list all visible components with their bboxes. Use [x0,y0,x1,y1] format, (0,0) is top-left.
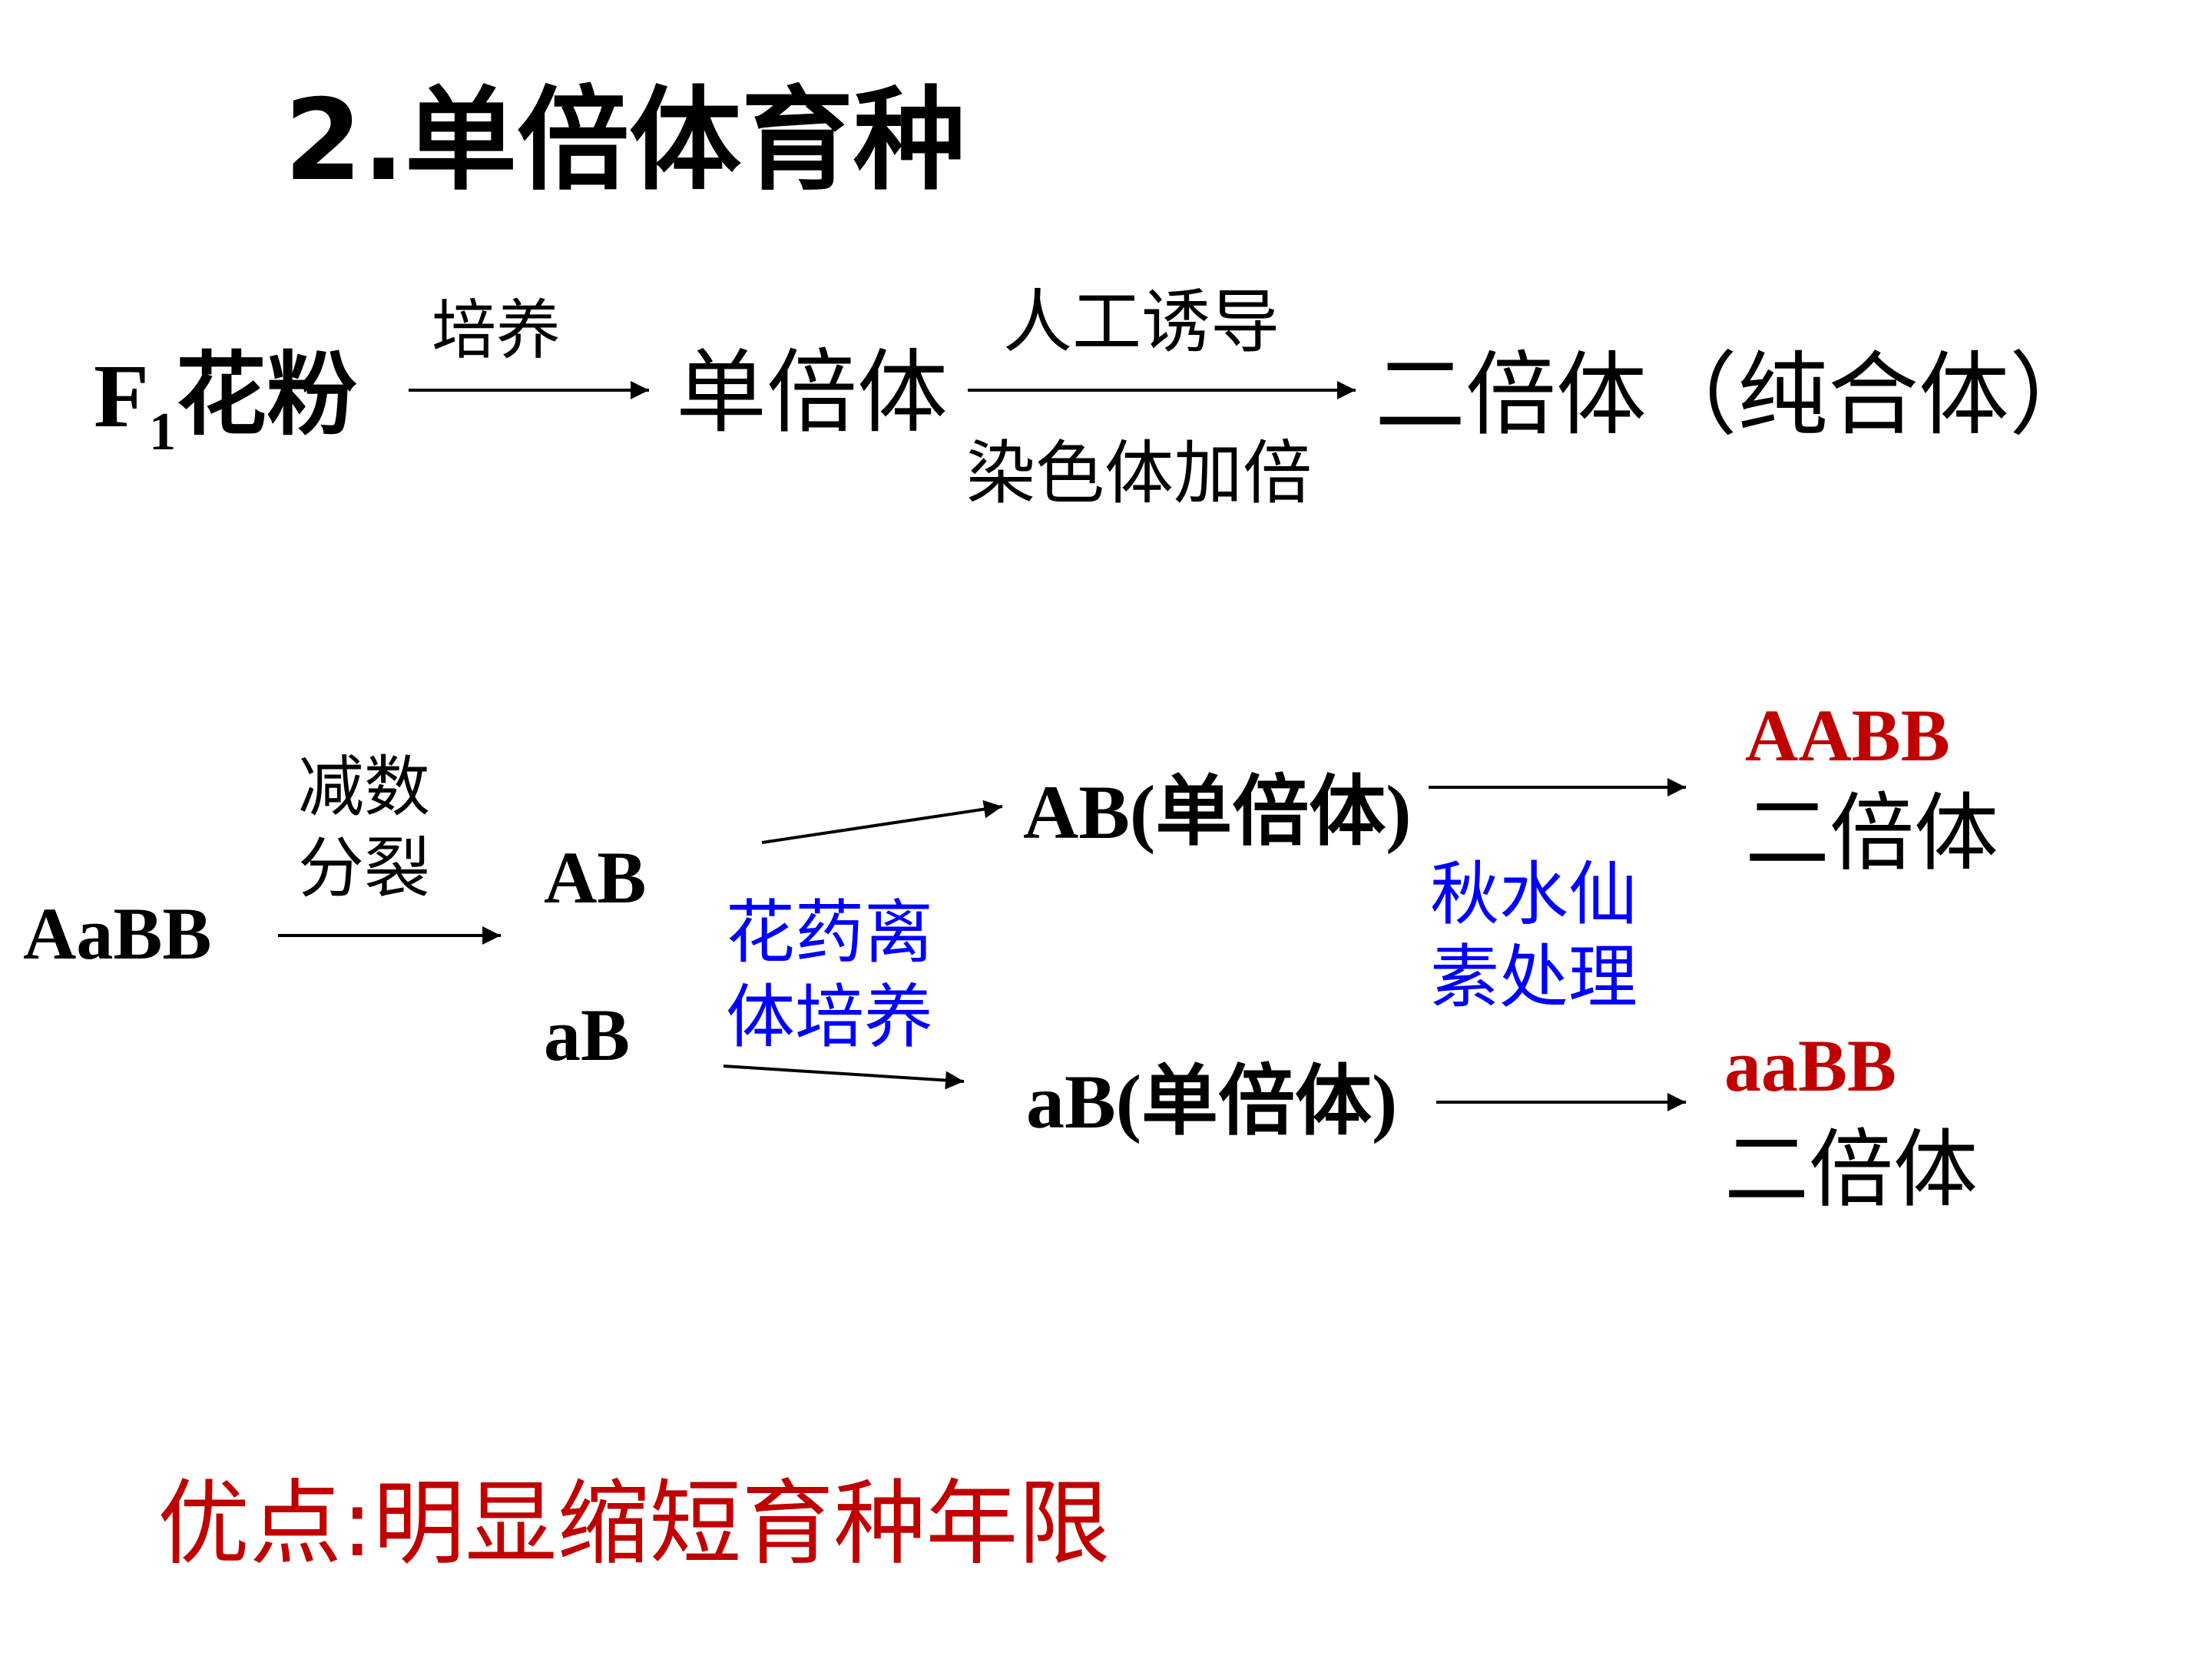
diploid-aabb-lower-label: 二倍体 [1724,1121,1978,1219]
pollen-label: 花粉 [176,342,358,448]
haploid-label: 单倍体 [676,339,949,445]
arrow-to-haploid-ab [761,800,1003,844]
haploid-ab-lower: aB(单倍体) [1026,1059,1398,1144]
gamete-ab: AB [544,836,647,919]
advantage-text: 优点:明显缩短育种年限 [157,1471,1111,1578]
page-title: 2.单倍体育种 [284,75,966,206]
f1-label: F [94,346,150,446]
diploid-aabb-label: 二倍体 [1745,784,1998,882]
meiosis-label-line2: 分裂 [298,830,430,907]
gamete-ab-lower: aB [544,994,631,1076]
f1-pollen: F1花粉 [94,349,357,459]
diploid-homozygote-label: 二倍体（纯合体） [1375,342,2101,448]
anther-culture-label-line1: 花药离 [726,892,933,973]
anther-culture-label-line2: 体培养 [726,977,933,1058]
haploid-ab: AB(单倍体) [1023,770,1412,855]
artificial-induction-label: 人工诱导 [1003,282,1280,363]
colchicine-label-line2: 素处理 [1430,937,1637,1018]
colchicine-label-line1: 秋水仙 [1430,854,1637,935]
culture-label: 培养 [432,293,561,368]
parent-genotype: AaBB [23,892,212,975]
diploid-aabb-genotype: AABB [1745,694,1950,777]
f1-subscript: 1 [149,402,177,462]
arrow-to-haploid-ab-lower [723,1065,965,1090]
diploid-aabb-lower-genotype: aaBB [1724,1025,1897,1107]
chromosome-doubling-label: 染色体加倍 [966,433,1312,514]
meiosis-label-line1: 减数 [298,749,430,826]
